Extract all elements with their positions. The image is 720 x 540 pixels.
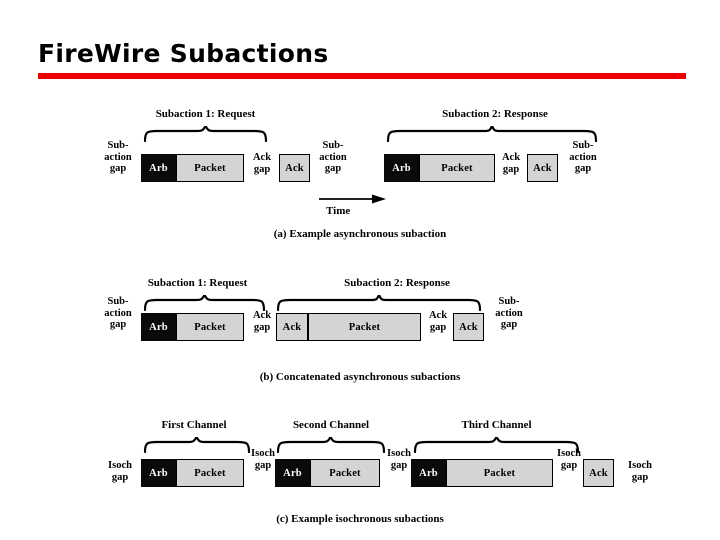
brace-third-channel [413,437,580,453]
brace-label-third-channel: Third Channel [461,419,532,431]
segment-ack-1: Ack [279,154,310,182]
gap-label-isoch-gap-2: Isoch gap [382,448,416,471]
brace-second-channel [276,437,386,453]
gap-label-ack-gap-2: Ack gap [497,152,525,175]
figure-caption-c: (c) Example isochronous subactions [276,513,444,525]
brace-label-second-channel: Second Channel [292,419,370,431]
gap-line: Ack [252,152,272,163]
gap-line: Sub- [107,140,129,151]
gap-line: action [104,307,132,319]
gap-line: gap [631,471,649,483]
gap-label-ack-gap-1: Ack gap [248,152,276,175]
segment-arb-1: Arb [141,154,176,182]
brace-first-channel [143,437,251,453]
brace-label-subaction-2-response: Subaction 2: Response [442,108,548,120]
segment-b-ack-2: Ack [453,313,484,341]
gap-line: Sub- [322,140,344,151]
segment-ack-3: Ack [527,154,558,182]
gap-line: Isoch [251,448,275,459]
gap-line: gap [111,471,129,483]
gap-line: gap [253,163,271,175]
gap-line: action [569,151,597,163]
brace-label-b-subaction-1-request: Subaction 1: Request [147,277,248,289]
gap-label-isoch-gap-right: Isoch gap [620,460,660,483]
brace-label-first-channel: First Channel [161,419,227,431]
segment-c-packet-3: Packet [446,459,553,487]
segment-packet-2: Packet [419,154,495,182]
gap-line: Isoch [628,460,652,471]
brace-b-subaction-2 [276,295,482,311]
gap-line: gap [390,459,408,471]
gap-line: Sub- [572,140,594,151]
brace-label-b-subaction-2-response: Subaction 2: Response [344,277,450,289]
gap-line: Isoch [387,448,411,459]
gap-line: gap [429,321,447,333]
gap-line: gap [574,163,592,174]
gap-line: gap [502,163,520,175]
segment-b-ack-1: Ack [276,313,308,341]
segment-c-arb-2: Arb [275,459,310,487]
brace-label-subaction-1-request: Subaction 1: Request [155,108,256,120]
segment-c-arb-1: Arb [141,459,176,487]
segment-c-packet-2: Packet [310,459,380,487]
gap-line: gap [324,163,342,174]
title-underline-rule [38,73,686,79]
gap-label-b-ack-gap-2: Ack gap [424,310,452,333]
time-axis-label: Time [326,205,351,217]
gap-line: gap [253,321,271,333]
gap-line: Sub- [107,296,129,307]
figure-caption-b: (b) Concatenated asynchronous subactions [259,371,461,383]
page-title: FireWire Subactions [38,39,329,68]
segment-b-packet-1: Packet [176,313,244,341]
gap-line: Ack [252,310,272,321]
gap-line: gap [560,459,578,471]
segment-c-ack-1: Ack [583,459,614,487]
brace-subaction-2 [386,126,598,142]
gap-label-isoch-gap-3: Isoch gap [552,448,586,471]
segment-c-packet-1: Packet [176,459,244,487]
gap-label-isoch-gap-left: Isoch gap [100,460,140,483]
segment-arb-2: Arb [384,154,419,182]
gap-label-b-subaction-gap-left: Sub- action gap [96,296,140,331]
gap-label-b-subaction-gap-right: Sub- action gap [487,296,531,331]
segment-packet-1: Packet [176,154,244,182]
gap-line: gap [500,319,518,330]
gap-line: gap [254,459,272,471]
gap-line: Sub- [498,296,520,307]
gap-label-subaction-gap-mid: Sub- action gap [311,140,355,175]
gap-line: Ack [428,310,448,321]
gap-line: Isoch [108,460,132,471]
segment-b-arb-1: Arb [141,313,176,341]
gap-line: Ack [501,152,521,163]
brace-b-subaction-1 [143,295,266,311]
gap-line: gap [109,319,127,330]
segment-b-packet-2: Packet [308,313,421,341]
figure-caption-a: (a) Example asynchronous subaction [273,228,447,240]
brace-subaction-1 [143,126,268,142]
gap-label-isoch-gap-1: Isoch gap [246,448,280,471]
gap-line: action [319,151,347,163]
gap-label-subaction-gap-left: Sub- action gap [96,140,140,175]
gap-label-subaction-gap-right: Sub- action gap [561,140,605,175]
title-block: FireWire Subactions [38,38,686,79]
gap-line: Isoch [557,448,581,459]
gap-line: gap [109,163,127,174]
time-axis-arrow [318,192,388,210]
gap-label-b-ack-gap-1: Ack gap [248,310,276,333]
gap-line: action [104,151,132,163]
segment-c-arb-3: Arb [411,459,446,487]
gap-line: action [495,307,523,319]
